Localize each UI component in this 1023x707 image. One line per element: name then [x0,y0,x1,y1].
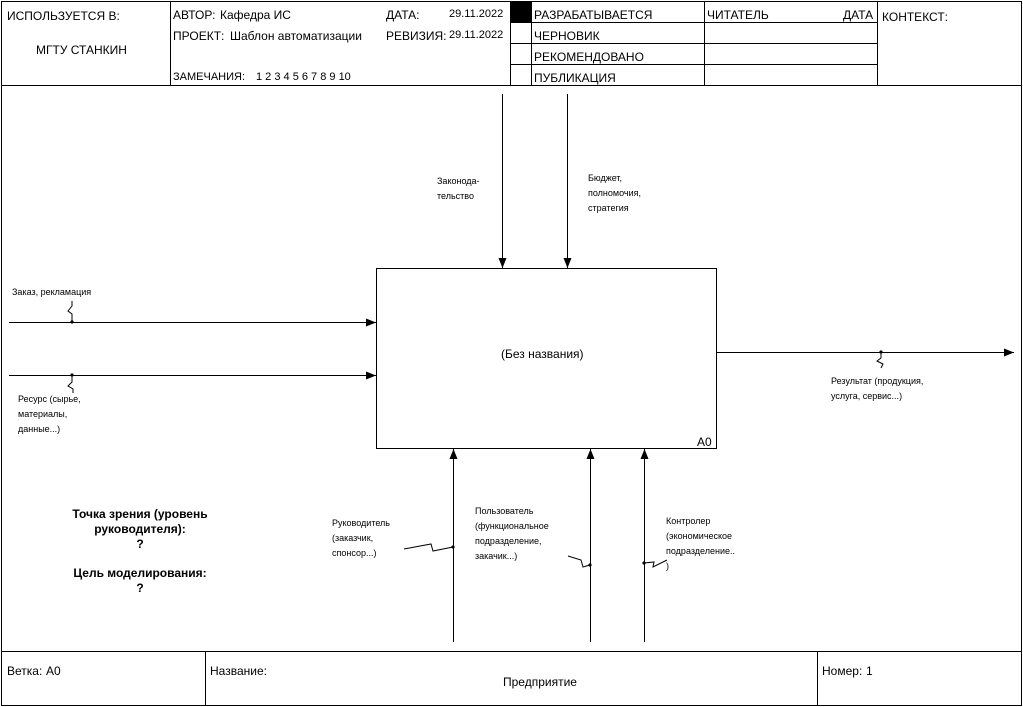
status-draft: ЧЕРНОВИК [534,29,600,43]
label-budget: Бюджет, полномочия, стратегия [588,173,641,213]
label-result: Результат (продукция, услуга, сервис...) [831,376,924,401]
number-value: 1 [866,664,873,678]
squiggle-controller [643,559,668,568]
status-recommended: РЕКОМЕНДОВАНО [534,50,644,64]
reader-label: ЧИТАТЕЛЬ [707,8,769,22]
title-value: Предприятие [503,675,577,689]
viewpoint-value: ? [136,537,144,551]
activity-number: A0 [697,435,712,449]
used-at-value: МГТУ СТАНКИН [36,43,127,57]
used-at-label: ИСПОЛЬЗУЕТСЯ В: [7,9,120,23]
label-controller: Контролер (экономическое подразделение..… [666,516,735,571]
status-marker [511,2,531,22]
status-in-progress: РАЗРАБАТЫВАЕТСЯ [534,8,653,22]
squiggle-manager [403,543,454,552]
status-publication: ПУБЛИКАЦИЯ [534,71,616,85]
project-value: Шаблон автоматизации [230,29,362,43]
purpose-label: Цель моделирования: [73,566,207,580]
date-label: ДАТА: [386,8,420,22]
viewpoint-label: Точка зрения (уровень руководителя): [72,507,208,536]
squiggle-order [67,301,73,322]
notes-value: 1 2 3 4 5 6 7 8 9 10 [256,71,351,83]
notes-label: ЗАМЕЧАНИЯ: [173,71,245,83]
node-label: Ветка: [7,664,43,678]
number-label: Номер: [822,664,863,678]
label-law: Законода- тельство [437,176,480,201]
squiggle-result [876,352,884,369]
revision-value: 29.11.2022 [449,29,504,41]
activity-title: (Без названия) [501,347,584,361]
reader-date-label: ДАТА [843,8,874,22]
revision-label: РЕВИЗИЯ: [386,29,447,43]
purpose-value: ? [136,581,144,595]
project-label: ПРОЕКТ: [173,29,225,43]
label-order: Заказ, рекламация [12,287,92,297]
date-value: 29.11.2022 [449,8,504,20]
label-user: Пользователь (функциональное подразделен… [475,506,549,561]
author-value: Кафедра ИС [220,8,291,22]
author-label: АВТОР: [173,8,216,22]
label-resource: Ресурс (сырье, материалы, данные...) [18,394,81,434]
label-manager: Руководитель (заказчик, спонсор...) [332,518,390,558]
context-label: КОНТЕКСТ: [882,10,948,24]
title-label: Название: [210,664,267,678]
activity-box [376,268,717,449]
node-value: A0 [46,664,61,678]
squiggle-resource [67,375,74,393]
squiggle-user [567,555,591,568]
